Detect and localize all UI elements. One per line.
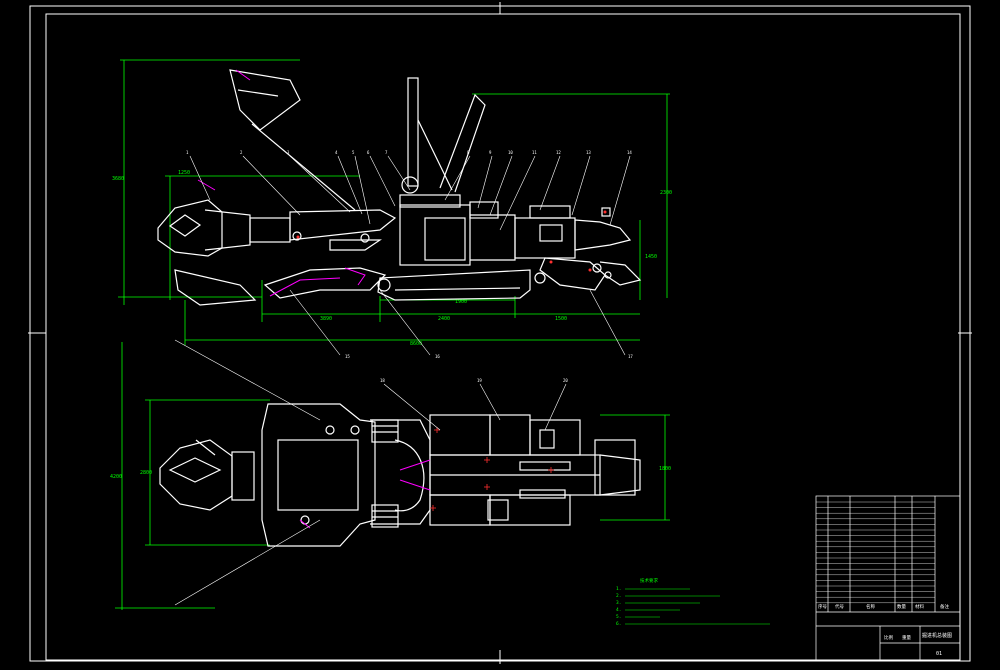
svg-text:3680: 3680 xyxy=(112,176,124,182)
drawing-name: 掘进机总装图 xyxy=(922,632,952,639)
svg-text:13: 13 xyxy=(586,150,591,155)
plan-view-leaders xyxy=(174,383,567,606)
side-view-dimension-values: 3680 1250 2300 1450 3890 2400 1500 1900 … xyxy=(112,170,672,347)
technical-notes-lines xyxy=(625,588,770,625)
svg-text:1: 1 xyxy=(186,150,189,155)
svg-text:3890: 3890 xyxy=(320,316,332,322)
svg-text:9: 9 xyxy=(489,150,492,155)
svg-text:17: 17 xyxy=(628,354,633,359)
svg-text:18: 18 xyxy=(380,378,385,383)
svg-text:7: 7 xyxy=(385,150,388,155)
parts-header-code: 代号 xyxy=(835,603,844,610)
svg-text:6: 6 xyxy=(367,150,370,155)
plan-view-highlight xyxy=(299,459,431,529)
parts-header-material: 材料 xyxy=(915,603,924,610)
svg-text:1450: 1450 xyxy=(645,254,657,260)
svg-text:20: 20 xyxy=(563,378,568,383)
parts-header-qty: 数量 xyxy=(897,603,906,610)
svg-text:1500: 1500 xyxy=(555,316,567,322)
machine-body-side xyxy=(377,77,642,301)
sheet-frame xyxy=(28,2,972,664)
svg-text:12: 12 xyxy=(556,150,561,155)
title-block-text: 序号 代号 名称 数量 材料 备注 掘进机总装图 比例 重量 01 xyxy=(818,603,952,657)
parts-list-rows xyxy=(816,501,935,603)
sheet-mark: 01 xyxy=(936,651,942,657)
parts-header-name: 名称 xyxy=(866,603,875,610)
svg-text:10: 10 xyxy=(508,150,513,155)
cutting-boom xyxy=(157,69,397,306)
svg-text:19: 19 xyxy=(477,378,482,383)
plan-view-outline xyxy=(159,403,641,547)
weight-label: 重量 xyxy=(902,634,911,641)
plan-view-dimensions xyxy=(115,342,670,610)
notes-line: 6. xyxy=(616,621,621,627)
svg-text:4200: 4200 xyxy=(110,474,122,480)
svg-text:1800: 1800 xyxy=(659,466,671,472)
svg-text:2: 2 xyxy=(240,150,243,155)
notes-line: 3. xyxy=(616,600,621,606)
svg-text:8: 8 xyxy=(467,150,470,155)
technical-notes: 技术要求 1. 2. 3. 4. 5. 6. xyxy=(616,577,658,627)
notes-heading: 技术要求 xyxy=(640,577,658,584)
svg-text:1250: 1250 xyxy=(178,170,190,176)
svg-text:2300: 2300 xyxy=(660,190,672,196)
title-block xyxy=(815,495,961,661)
plan-view-balloons: 18 19 20 xyxy=(380,378,568,383)
notes-line: 1. xyxy=(616,586,621,592)
svg-text:16: 16 xyxy=(435,354,440,359)
svg-text:3: 3 xyxy=(287,150,290,155)
notes-line: 4. xyxy=(616,607,621,613)
svg-text:8600: 8600 xyxy=(410,341,422,347)
side-view: 3680 1250 2300 1450 3890 2400 1500 1900 … xyxy=(112,59,672,421)
plan-view-dimension-values: 4200 2800 1800 xyxy=(110,466,671,480)
plan-view-center-marks xyxy=(430,427,554,511)
plan-view: 4200 2800 1800 xyxy=(110,342,671,610)
svg-text:1900: 1900 xyxy=(455,299,467,305)
notes-line: 2. xyxy=(616,593,621,599)
parts-header-index: 序号 xyxy=(818,603,827,610)
cutting-boom-highlight xyxy=(197,69,366,297)
svg-text:4: 4 xyxy=(335,150,338,155)
notes-line: 5. xyxy=(616,614,621,620)
side-view-dimensions xyxy=(118,59,670,345)
svg-text:15: 15 xyxy=(345,354,350,359)
svg-text:11: 11 xyxy=(532,150,537,155)
svg-text:2800: 2800 xyxy=(140,470,152,476)
svg-text:14: 14 xyxy=(627,150,632,155)
side-view-leaders xyxy=(174,155,631,421)
parts-header-remark: 备注 xyxy=(940,603,949,610)
svg-text:2400: 2400 xyxy=(438,316,450,322)
scale-label: 比例 xyxy=(884,634,893,641)
side-view-center-marks xyxy=(296,210,607,272)
svg-text:5: 5 xyxy=(352,150,355,155)
